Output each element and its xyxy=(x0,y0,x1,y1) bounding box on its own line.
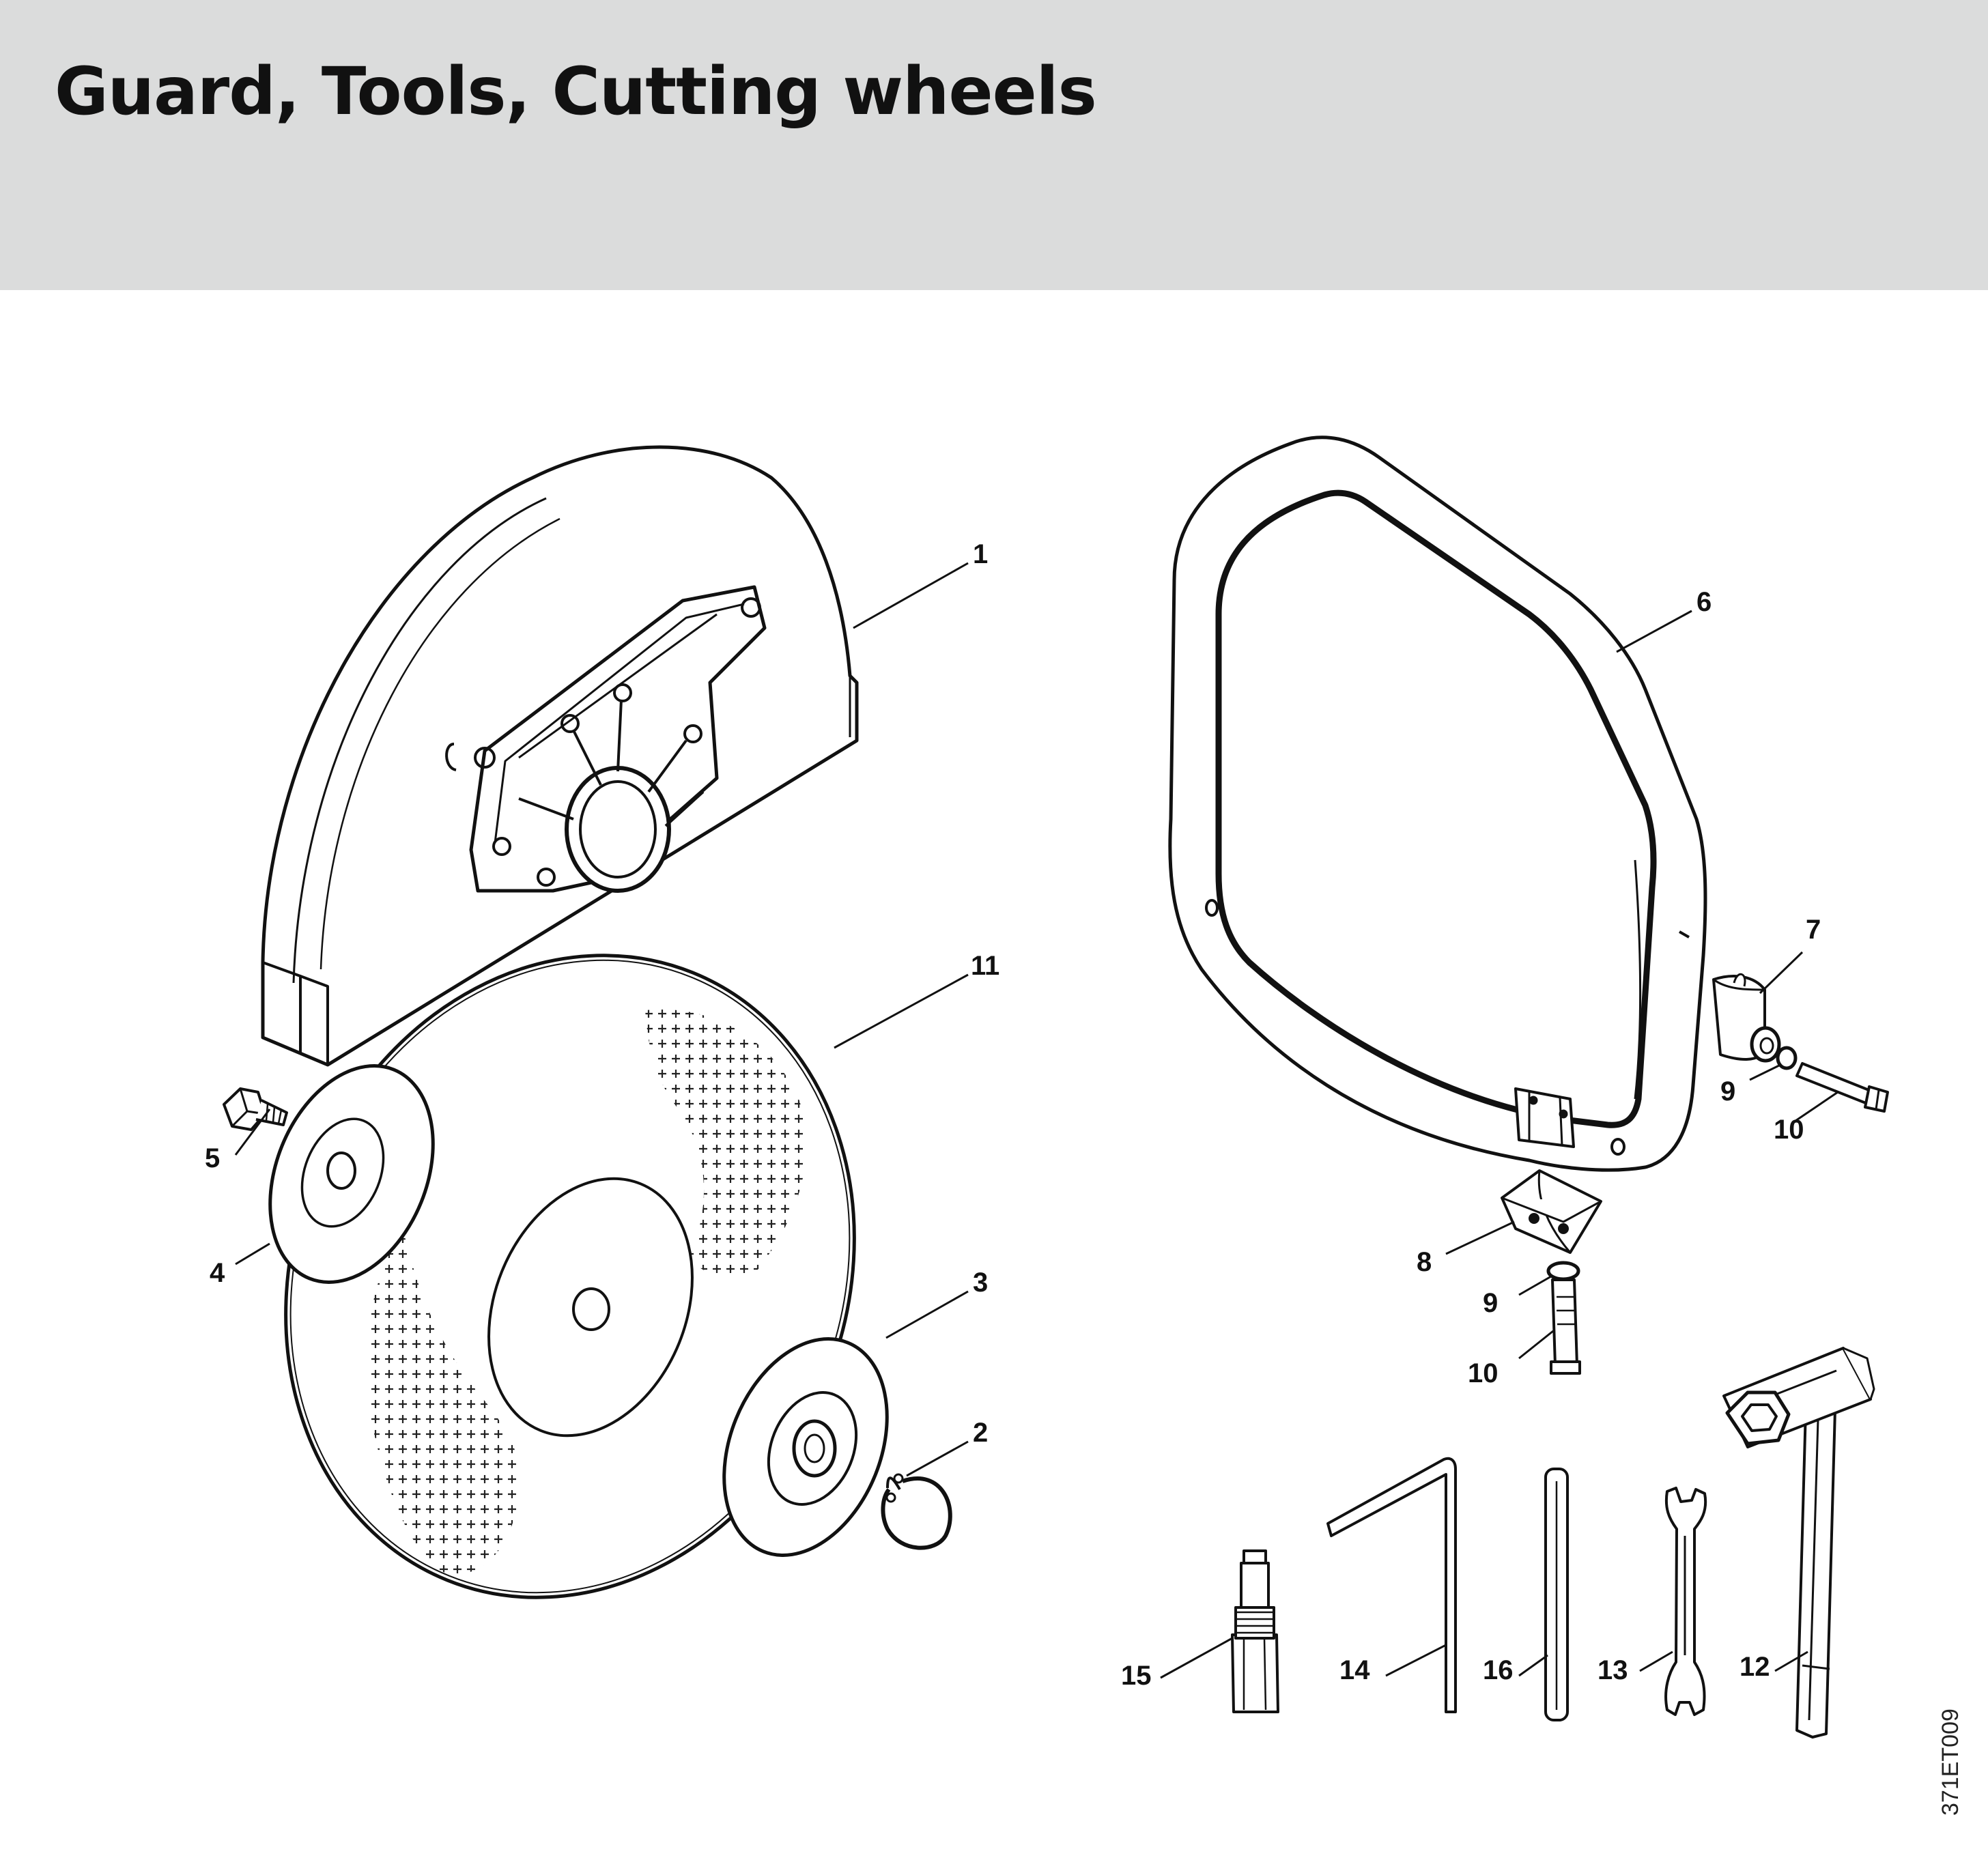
stud-tool xyxy=(1231,1549,1279,1713)
screw-top xyxy=(1795,1062,1889,1113)
callout-9-top: 9 xyxy=(1720,1076,1735,1106)
callout-13: 13 xyxy=(1598,1655,1628,1685)
callout-7: 7 xyxy=(1806,915,1821,945)
hex-screw xyxy=(223,1087,288,1131)
drawing-reference-code: 371ET009 xyxy=(1937,1708,1963,1816)
callout-labels: 1 11 3 2 5 4 6 7 9 10 8 9 10 12 13 16 14… xyxy=(205,539,1821,1691)
callout-5: 5 xyxy=(205,1143,220,1173)
washer-top xyxy=(1776,1046,1798,1070)
callout-10-top: 10 xyxy=(1774,1115,1804,1145)
callout-10-bottom: 10 xyxy=(1468,1358,1499,1388)
header-banner: Guard, Tools, Cutting wheels xyxy=(0,0,1988,290)
page-title: Guard, Tools, Cutting wheels xyxy=(55,53,1097,130)
handle-clamp xyxy=(1712,973,1781,1063)
callout-8: 8 xyxy=(1417,1247,1432,1277)
leader-lines xyxy=(234,562,1838,1679)
locking-rod xyxy=(1544,1468,1569,1721)
callout-16: 16 xyxy=(1483,1655,1514,1685)
callout-4: 4 xyxy=(210,1258,225,1288)
handle-bar xyxy=(1168,435,1707,1172)
callout-12: 12 xyxy=(1740,1652,1770,1682)
callout-3: 3 xyxy=(973,1268,988,1298)
callout-14: 14 xyxy=(1339,1655,1370,1685)
combination-wrench xyxy=(1722,1347,1875,1739)
callout-2: 2 xyxy=(973,1418,988,1448)
lower-clamp xyxy=(1501,1169,1602,1254)
wheel-guard xyxy=(261,445,859,1067)
callout-9-bottom: 9 xyxy=(1483,1288,1498,1318)
callout-6: 6 xyxy=(1696,587,1712,617)
washer-bottom xyxy=(1546,1261,1580,1281)
callout-11: 11 xyxy=(971,951,999,981)
callout-1: 1 xyxy=(973,539,988,569)
callout-15: 15 xyxy=(1121,1661,1152,1691)
thrust-washer-front xyxy=(722,1337,889,1557)
circlip xyxy=(881,1473,952,1550)
open-end-spanner xyxy=(1664,1487,1707,1716)
screw-bottom xyxy=(1550,1278,1581,1375)
thrust-washer xyxy=(268,1064,435,1284)
hex-key xyxy=(1326,1457,1457,1713)
